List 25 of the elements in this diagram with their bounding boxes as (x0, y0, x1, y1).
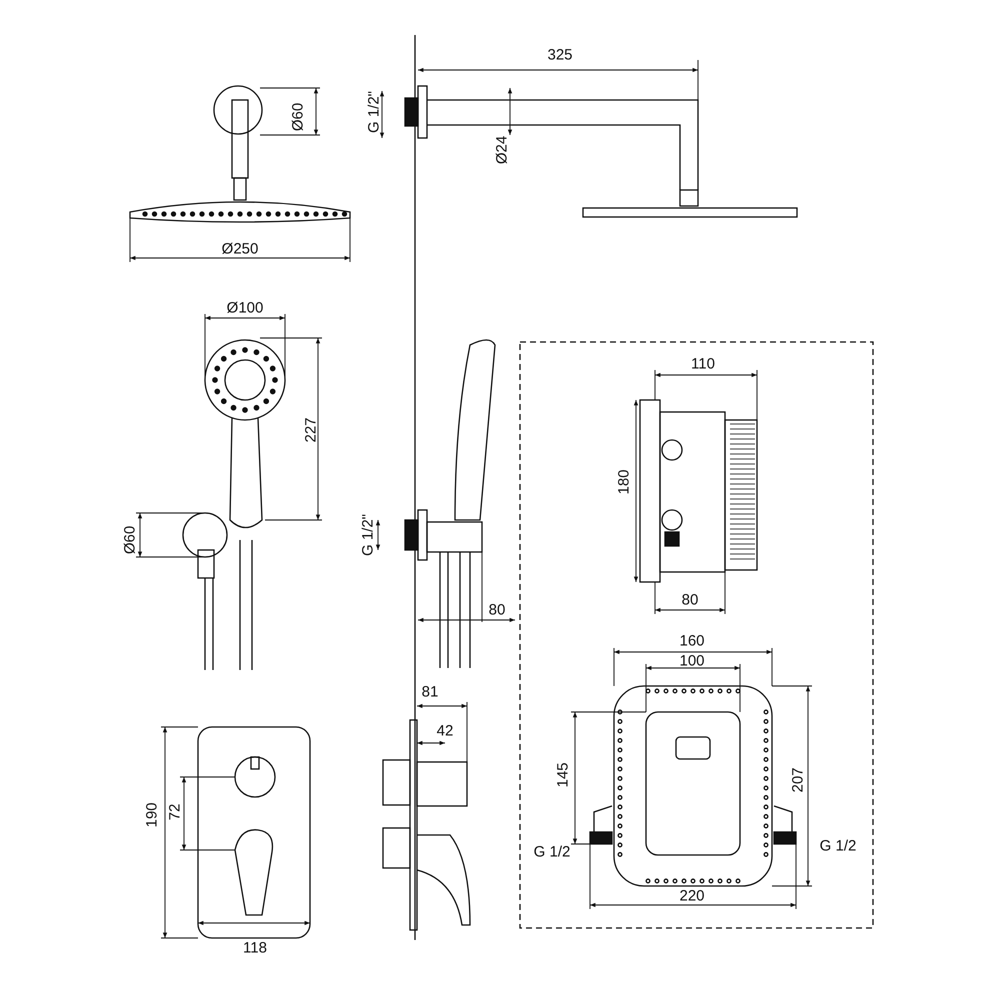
dimension-label: G 1/2 (534, 844, 570, 860)
dimension-label: 118 (243, 940, 267, 956)
dimension-label: Ø250 (222, 242, 258, 256)
dimension-label: 190 (144, 802, 160, 828)
dimension-label: Ø60 (290, 102, 306, 132)
dimension-label: G 1/2" (360, 514, 376, 556)
dimension-label: 180 (616, 469, 632, 495)
dimension-label: Ø24 (494, 136, 510, 164)
dimension-label: 72 (168, 804, 182, 820)
dimension-label: Ø100 (226, 300, 264, 316)
dimension-label: 81 (422, 684, 438, 700)
dimension-label: 80 (488, 602, 506, 618)
dimension-label: 80 (682, 592, 698, 608)
dimension-label: 110 (691, 356, 715, 372)
dimension-label: 207 (790, 767, 806, 793)
dimension-label: Ø60 (122, 526, 138, 554)
dimension-label: G 1/2" (366, 91, 382, 133)
dimension-label: 227 (304, 417, 318, 443)
dimension-label: 160 (679, 634, 705, 648)
dimension-label: 100 (679, 654, 705, 668)
dimension-label: G 1/2 (820, 838, 856, 854)
dimension-label: 42 (436, 724, 454, 738)
dimension-label: 325 (547, 48, 573, 62)
dimension-label: 220 (679, 888, 705, 904)
dimension-label: 145 (556, 762, 570, 788)
